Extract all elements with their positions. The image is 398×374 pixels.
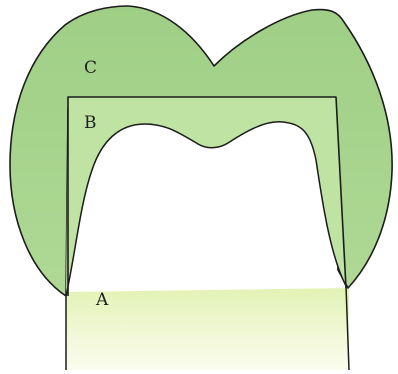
label-b: B	[84, 113, 97, 133]
inner-cap-shape	[66, 97, 346, 296]
tooth-core-region	[66, 288, 349, 370]
label-c: C	[84, 58, 97, 78]
label-a: A	[95, 290, 109, 310]
